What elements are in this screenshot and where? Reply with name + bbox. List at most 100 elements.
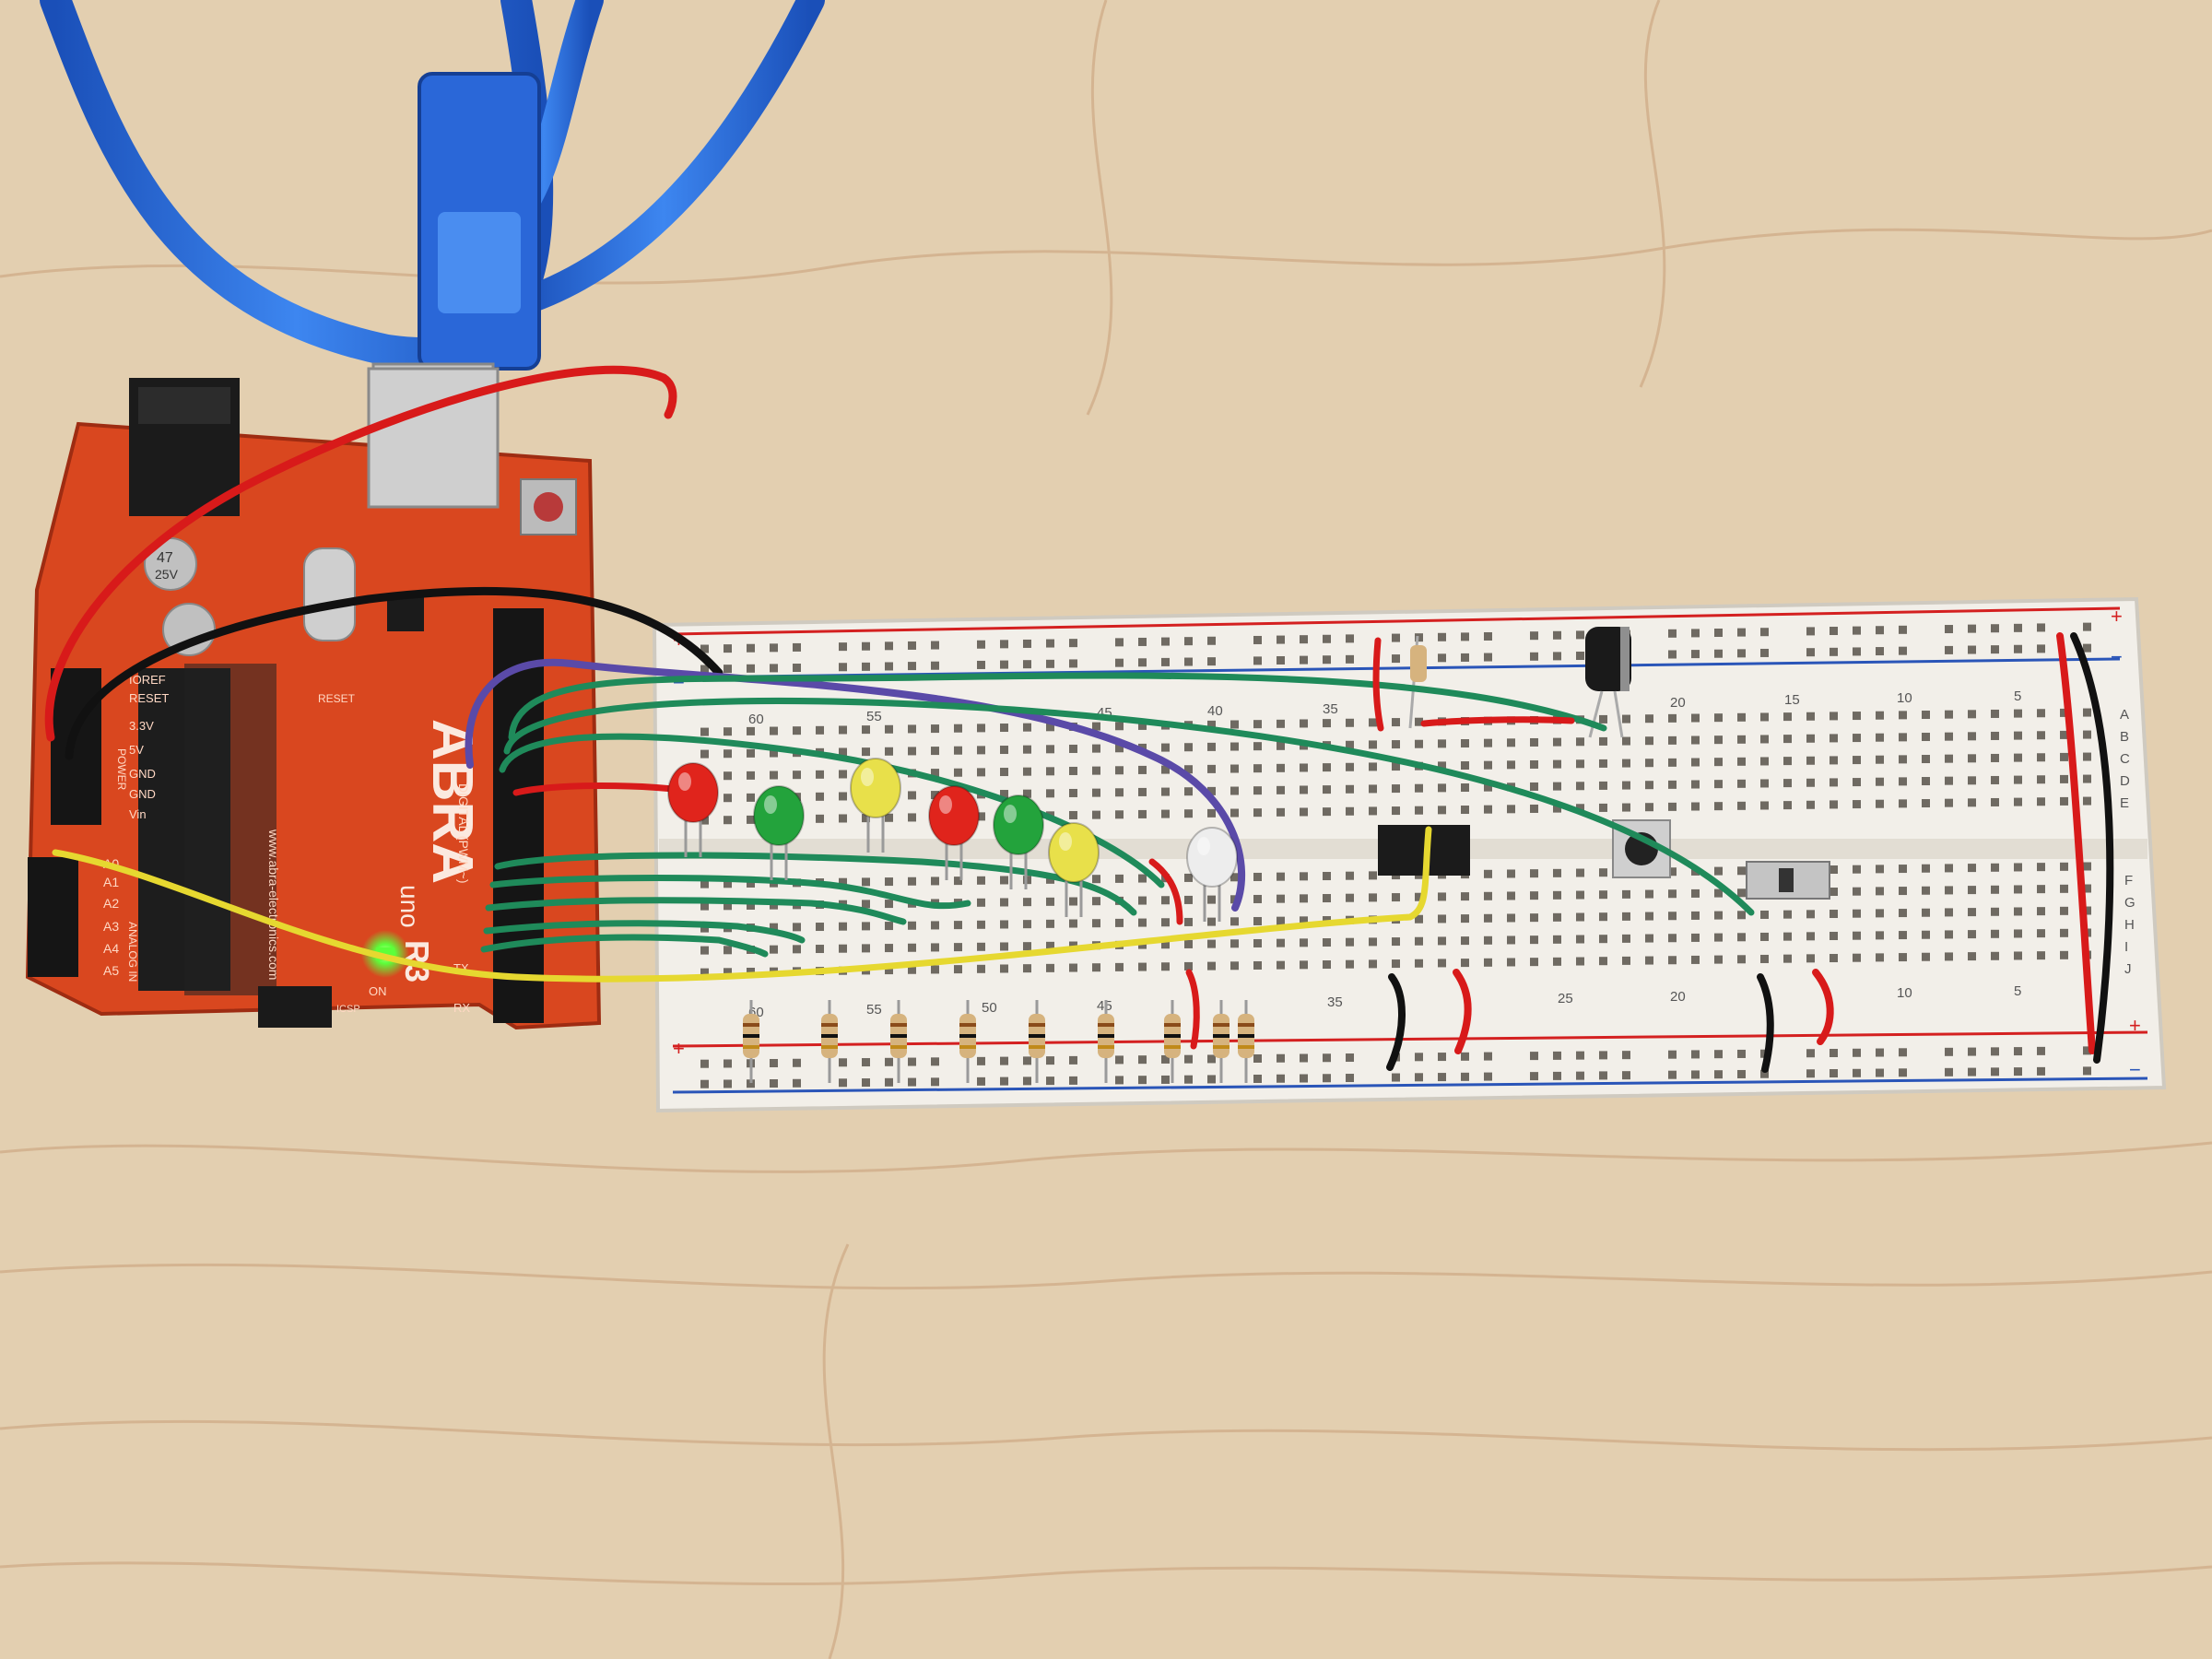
breadboard-hole[interactable]	[1599, 912, 1607, 922]
breadboard-hole[interactable]	[1253, 786, 1262, 795]
breadboard-hole[interactable]	[862, 1078, 870, 1088]
breadboard-hole[interactable]	[1207, 657, 1216, 666]
breadboard-hole[interactable]	[1461, 739, 1469, 748]
breadboard-hole[interactable]	[1668, 912, 1677, 921]
breadboard-hole[interactable]	[770, 1078, 778, 1088]
breadboard-hole[interactable]	[1000, 1077, 1008, 1086]
breadboard-hole[interactable]	[2037, 1046, 2045, 1055]
breadboard-hole[interactable]	[1277, 1074, 1285, 1083]
breadboard-hole[interactable]	[770, 1058, 778, 1067]
breadboard-hole[interactable]	[1069, 1055, 1077, 1065]
breadboard-hole[interactable]	[1853, 712, 1861, 721]
breadboard-hole[interactable]	[1899, 711, 1907, 720]
breadboard-hole[interactable]	[2083, 643, 2091, 653]
breadboard-hole[interactable]	[1783, 910, 1792, 919]
breadboard-hole[interactable]	[1899, 931, 1907, 940]
breadboard-hole[interactable]	[1161, 962, 1170, 971]
breadboard-hole[interactable]	[1207, 636, 1216, 645]
breadboard-hole[interactable]	[862, 877, 870, 887]
breadboard-hole[interactable]	[839, 944, 847, 953]
breadboard-hole[interactable]	[931, 877, 939, 886]
breadboard-hole[interactable]	[977, 920, 985, 929]
breadboard-hole[interactable]	[977, 640, 985, 649]
breadboard-hole[interactable]	[1484, 869, 1492, 878]
breadboard-hole[interactable]	[1415, 806, 1423, 815]
breadboard-hole[interactable]	[1484, 760, 1492, 770]
breadboard-hole[interactable]	[1576, 782, 1584, 791]
breadboard-hole[interactable]	[747, 726, 755, 735]
breadboard-hole[interactable]	[1277, 960, 1285, 970]
breadboard-hole[interactable]	[908, 813, 916, 822]
breadboard-hole[interactable]	[1876, 909, 1884, 918]
breadboard-hole[interactable]	[1092, 897, 1100, 906]
breadboard-hole[interactable]	[770, 643, 778, 653]
breadboard-hole[interactable]	[1830, 800, 1838, 809]
breadboard-hole[interactable]	[885, 724, 893, 734]
breadboard-hole[interactable]	[2037, 775, 2045, 784]
breadboard-hole[interactable]	[931, 724, 939, 734]
breadboard-hole[interactable]	[2014, 731, 2022, 740]
breadboard-hole[interactable]	[2060, 862, 2068, 871]
breadboard-hole[interactable]	[1484, 935, 1492, 945]
breadboard-hole[interactable]	[770, 771, 778, 780]
breadboard-hole[interactable]	[1161, 940, 1170, 949]
breadboard-hole[interactable]	[1945, 1047, 1953, 1056]
breadboard-hole[interactable]	[1023, 723, 1031, 732]
breadboard-hole[interactable]	[977, 768, 985, 777]
breadboard-hole[interactable]	[1530, 958, 1538, 967]
breadboard-hole[interactable]	[724, 749, 732, 759]
breadboard-hole[interactable]	[1369, 784, 1377, 794]
breadboard-hole[interactable]	[1392, 893, 1400, 902]
breadboard-hole[interactable]	[1161, 1054, 1170, 1064]
breadboard-hole[interactable]	[1899, 1068, 1907, 1077]
breadboard-hole[interactable]	[1023, 920, 1031, 929]
breadboard-hole[interactable]	[1461, 1072, 1469, 1081]
breadboard-hole[interactable]	[1092, 722, 1100, 731]
breadboard-hole[interactable]	[1991, 645, 1999, 654]
breadboard-hole[interactable]	[1991, 907, 1999, 916]
breadboard-hole[interactable]	[885, 922, 893, 931]
breadboard-hole[interactable]	[1876, 626, 1884, 635]
breadboard-hole[interactable]	[1622, 912, 1630, 921]
breadboard-hole[interactable]	[1392, 633, 1400, 642]
breadboard-hole[interactable]	[1184, 809, 1193, 818]
breadboard-hole[interactable]	[908, 641, 916, 650]
breadboard-hole[interactable]	[1138, 637, 1147, 646]
breadboard-hole[interactable]	[1023, 1056, 1031, 1065]
breadboard-hole[interactable]	[1530, 1052, 1538, 1061]
breadboard-hole[interactable]	[1023, 942, 1031, 951]
breadboard-hole[interactable]	[1576, 868, 1584, 877]
breadboard-hole[interactable]	[1576, 935, 1584, 944]
breadboard-hole[interactable]	[1138, 658, 1147, 667]
breadboard-hole[interactable]	[1507, 805, 1515, 814]
breadboard-hole[interactable]	[2083, 884, 2091, 893]
breadboard-hole[interactable]	[1876, 799, 1884, 808]
breadboard-hole[interactable]	[977, 660, 985, 669]
breadboard-hole[interactable]	[1046, 941, 1054, 950]
breadboard-hole[interactable]	[1691, 933, 1700, 942]
breadboard-hole[interactable]	[1230, 764, 1239, 773]
breadboard-hole[interactable]	[1346, 959, 1354, 969]
breadboard-hole[interactable]	[1277, 635, 1285, 644]
breadboard-hole[interactable]	[1207, 742, 1216, 751]
breadboard-hole[interactable]	[1069, 766, 1077, 775]
breadboard-hole[interactable]	[1138, 765, 1147, 774]
breadboard-hole[interactable]	[2014, 1067, 2022, 1077]
breadboard-hole[interactable]	[1138, 721, 1147, 730]
breadboard-hole[interactable]	[1230, 786, 1239, 795]
breadboard-hole[interactable]	[1138, 918, 1147, 927]
breadboard-hole[interactable]	[1300, 894, 1308, 903]
breadboard-hole[interactable]	[1323, 1074, 1331, 1083]
breadboard-hole[interactable]	[1277, 719, 1285, 728]
breadboard-hole[interactable]	[1300, 1074, 1308, 1083]
breadboard-hole[interactable]	[977, 942, 985, 951]
breadboard-hole[interactable]	[2060, 796, 2068, 806]
breadboard-hole[interactable]	[700, 879, 709, 888]
breadboard-hole[interactable]	[1691, 780, 1700, 789]
breadboard-hole[interactable]	[1576, 912, 1584, 922]
breadboard-hole[interactable]	[1000, 724, 1008, 733]
breadboard-hole[interactable]	[1300, 763, 1308, 772]
breadboard-hole[interactable]	[1899, 625, 1907, 634]
breadboard-hole[interactable]	[1760, 712, 1769, 722]
breadboard-hole[interactable]	[1046, 767, 1054, 776]
